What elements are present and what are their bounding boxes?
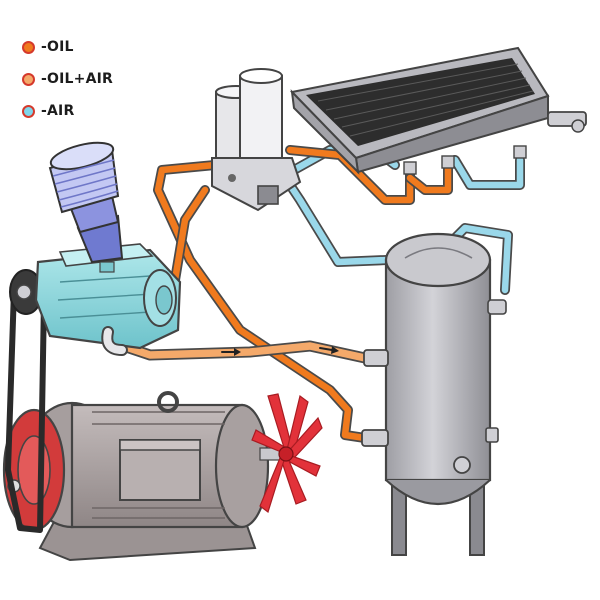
air-oil-cooler <box>289 46 587 175</box>
flow-arrow-2 <box>319 347 333 351</box>
lifting-eye <box>157 391 179 413</box>
legend-label-oil: -OIL <box>41 39 74 55</box>
intake-filter <box>48 141 124 264</box>
legend-dot-air <box>22 104 35 118</box>
cooling-fan <box>251 393 323 513</box>
legend-item-oil: -OIL <box>22 36 162 58</box>
legend-item-oil-air: -OIL+AIR <box>22 68 162 90</box>
legend-dot-oil <box>22 40 35 54</box>
tank-oil-fitting <box>361 429 389 447</box>
intake-filter-element <box>48 141 120 214</box>
legend-dot-oil-air <box>22 72 35 86</box>
legend: -OIL -OIL+AIR -AIR <box>22 36 162 132</box>
legend-label-oil-air: -OIL+AIR <box>41 71 113 87</box>
legend-item-air: -AIR <box>22 100 162 122</box>
oil-separator <box>211 68 302 212</box>
legend-label-air: -AIR <box>41 103 75 119</box>
tank-inlet-fitting <box>363 349 389 367</box>
receiver-tank <box>361 232 507 556</box>
